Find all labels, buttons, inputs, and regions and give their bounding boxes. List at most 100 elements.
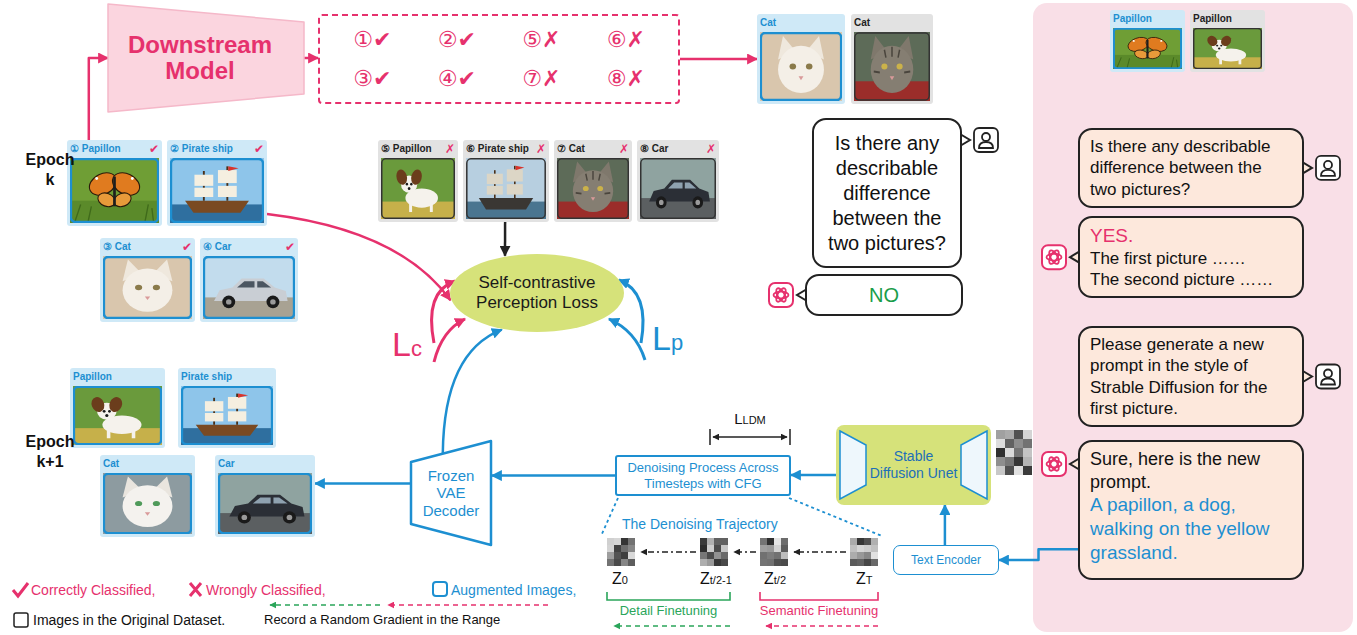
graphic-part: [507, 184, 523, 194]
image-card: ⑦ Cat✗: [554, 140, 632, 222]
image-card: Cat: [851, 14, 933, 104]
graphic-part: [153, 501, 160, 506]
latent-pixel: [1014, 466, 1023, 475]
text-group: Denoising Process Across Timesteps with …: [623, 460, 783, 491]
latent-pixel: [700, 545, 707, 552]
graphic-part: [185, 201, 249, 213]
class-mark: ✗: [706, 142, 716, 156]
graphic-part: [89, 395, 106, 413]
card-header: ③ Cat✔: [103, 240, 192, 254]
latent-pixel: [707, 545, 714, 552]
graphic-part: [218, 473, 312, 534]
connector: [944, 505, 947, 545]
text-group: Frozen VAE Decoder: [414, 467, 488, 519]
card-header: Papillon: [73, 370, 162, 384]
graphic-part: [881, 64, 887, 70]
latent-label: Zt/2-1: [700, 570, 732, 588]
image-card: Pirate ship: [178, 368, 276, 448]
graphic-part: [73, 386, 162, 445]
photo: [1113, 28, 1182, 69]
result-box: ①✔②✔⑤✗⑥✗③✔④✔⑦✗⑧✗: [318, 14, 680, 104]
latent-image: [700, 538, 728, 566]
bubble-text: YES.: [1090, 224, 1292, 248]
graphic-part: [573, 170, 613, 212]
image-card: Papillon: [70, 368, 165, 448]
graphic-part: [507, 169, 523, 181]
icon-head: [982, 133, 990, 141]
graphic-part: [1216, 45, 1218, 47]
graphic-part: [171, 159, 263, 222]
connector: [492, 474, 615, 477]
image-label: Cat: [103, 457, 119, 471]
graphic-part: [131, 177, 134, 180]
graphic-part: [194, 188, 213, 197]
result-mark: ⑤✗: [522, 27, 560, 52]
graphic-part: [123, 485, 173, 527]
latent-pixel: [857, 552, 864, 559]
assistant-icon: [769, 283, 793, 307]
bubble-text: The second picture ……: [1090, 269, 1292, 290]
graphic-part: [237, 281, 254, 287]
latent-pixel: [996, 430, 1005, 439]
image-label: ① Papillon: [70, 142, 121, 156]
gradient-sample: [388, 604, 548, 606]
latent-pixel: [1014, 457, 1023, 466]
assistant-icon: [1042, 452, 1066, 476]
photo: [640, 158, 716, 219]
graphic-part: [799, 76, 804, 80]
graphic-part: [1239, 57, 1242, 64]
latent-pixel: [760, 552, 767, 559]
latent-pixel: [850, 559, 857, 566]
latent-pixel: [996, 448, 1005, 457]
user-icon: [974, 128, 998, 152]
latent-pixel: [781, 552, 788, 559]
loss-ellipse: Self-contrastive Perception Loss: [449, 253, 625, 333]
graphic-part: [103, 256, 192, 319]
dimension-tick: [710, 429, 790, 445]
graphic-part: [382, 159, 455, 218]
bubble-text: Sure, here is the new prompt.: [1090, 448, 1292, 493]
label-holder: Zt/2: [764, 570, 786, 588]
connector: [89, 58, 108, 140]
class-mark: ✗: [619, 142, 629, 156]
graphic-part: [228, 166, 238, 171]
graphic-part: [487, 186, 503, 195]
loss-arc: [609, 319, 645, 360]
graphic-part: [467, 159, 545, 218]
card-header: Papillon: [1193, 12, 1262, 26]
latent-pixel: [850, 545, 857, 552]
graphic-part: [257, 281, 271, 287]
latent-pixel: [774, 559, 781, 566]
image-card: ① Papillon✔: [67, 140, 162, 226]
photo: [557, 158, 629, 219]
graphic-part: [132, 428, 136, 438]
process-box: Denoising Process Across Timesteps with …: [615, 455, 791, 496]
loss-label: Lp: [652, 320, 683, 357]
photo: [466, 158, 546, 219]
node-text: Denoising Process Across Timesteps with …: [623, 460, 783, 491]
loss-label: LLDM: [710, 410, 790, 427]
graphic-part: [597, 186, 603, 191]
result-mark: ⑧✗: [607, 66, 645, 91]
bubble-text: Is there any describable difference betw…: [1090, 136, 1292, 200]
graphic-part: [659, 200, 664, 205]
card-header: ⑥ Pirate ship✗: [466, 142, 546, 156]
graphic-part: [70, 158, 159, 223]
graphic-part: [656, 196, 667, 208]
latent-pixel: [857, 538, 864, 545]
graphic-part: [123, 269, 173, 312]
latent-pixel: [760, 538, 767, 545]
latent-pixel: [1023, 448, 1032, 457]
graphic-part: [408, 187, 411, 190]
label-holder: The Denoising Trajectory: [622, 516, 778, 532]
latent-pixel: [721, 538, 728, 545]
latent-pixel: [774, 552, 781, 559]
graphic-part: [961, 431, 987, 499]
card-header: ⑤ Papillon✗: [381, 142, 455, 156]
image-label: ⑧ Car: [640, 142, 668, 156]
graphic-part: [761, 33, 841, 100]
unet-box: Stable Diffusion Unet: [836, 425, 991, 505]
node-text: Downstream Model: [118, 32, 282, 85]
graphic-part: [854, 32, 930, 101]
text-group: Stable Diffusion Unet: [868, 448, 959, 482]
